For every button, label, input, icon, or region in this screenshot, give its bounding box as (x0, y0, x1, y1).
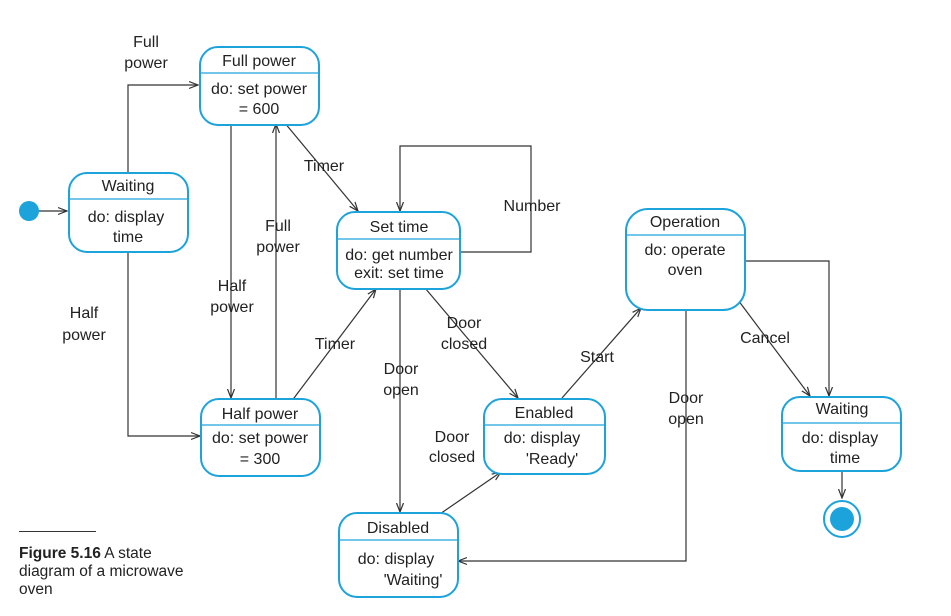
transitions (38, 85, 842, 561)
figure-caption: Figure 5.16 A state diagram of a microwa… (19, 545, 199, 599)
label-full-power-1b: power (124, 55, 168, 72)
edge-waiting-to-half-power (127, 252, 200, 436)
label-timer-2: Timer (315, 336, 356, 353)
label-door-closed-1a: Door (447, 315, 482, 332)
label-door-closed-2a: Door (435, 429, 470, 446)
state-activity: do: set power (211, 81, 308, 98)
state-activity-cont: oven (668, 262, 703, 279)
edge-door-closed-to-enabled (424, 287, 518, 398)
state-disabled: Disabled do: display 'Waiting' (338, 512, 459, 598)
label-half-power-1a: Half (70, 305, 99, 322)
transition-labels: Full power Half power Half power Full po… (62, 34, 790, 466)
label-timer-1: Timer (304, 158, 345, 175)
label-door-open-1b: open (383, 382, 419, 399)
state-waiting-final: Waiting do: display time (781, 396, 902, 472)
state-set-time: Set time do: get number exit: set time (336, 211, 461, 290)
caption-rule (19, 531, 96, 532)
state-activity-cont: 'Waiting' (384, 572, 443, 589)
state-activity: do: display (358, 551, 435, 568)
state-name: Waiting (816, 401, 869, 418)
edge-operation-to-waiting (745, 260, 829, 396)
label-number: Number (504, 198, 562, 215)
state-full-power: Full power do: set power = 600 (199, 46, 320, 126)
label-cancel: Cancel (740, 330, 790, 347)
state-activity-cont: time (113, 229, 143, 246)
state-activity: do: display (802, 430, 879, 447)
state-activity: do: operate (645, 242, 726, 259)
edge-waiting-to-full-power (127, 85, 198, 173)
state-activity-cont: = 300 (240, 451, 281, 468)
label-half-power-1b: power (62, 327, 106, 344)
label-full-power-1a: Full (133, 34, 159, 51)
label-full-power-2b: power (256, 239, 300, 256)
label-door-closed-1b: closed (441, 336, 487, 353)
state-name: Set time (370, 219, 429, 236)
edge-disabled-to-enabled (436, 472, 501, 517)
state-half-power: Half power do: set power = 300 (200, 398, 321, 477)
figure-caption-text: A state diagram of a microwave oven (19, 545, 184, 598)
state-name: Enabled (515, 405, 574, 422)
state-exit: exit: set time (354, 265, 444, 282)
state-name: Waiting (102, 178, 155, 195)
state-operation: Operation do: operate oven (625, 208, 746, 311)
initial-node (19, 201, 39, 221)
state-activity: do: get number (345, 247, 453, 264)
state-activity: do: display (88, 209, 165, 226)
figure-label: Figure 5.16 (19, 545, 101, 562)
label-door-open-1a: Door (384, 361, 419, 378)
state-activity-cont: time (830, 450, 860, 467)
state-name: Full power (222, 53, 296, 70)
label-half-power-2b: power (210, 299, 254, 316)
state-activity: do: set power (212, 430, 309, 447)
state-activity: do: display (504, 430, 581, 447)
state-name: Half power (222, 406, 299, 423)
edge-full-timer (283, 121, 358, 211)
state-activity-cont: = 600 (239, 101, 280, 118)
label-door-open-2a: Door (669, 390, 704, 407)
state-enabled: Enabled do: display 'Ready' (483, 398, 606, 475)
label-start: Start (580, 349, 614, 366)
edge-operation-door-open (458, 311, 687, 561)
label-door-open-2b: open (668, 411, 704, 428)
edge-cancel (737, 299, 810, 396)
label-door-closed-2b: closed (429, 449, 475, 466)
edge-start (561, 308, 641, 399)
final-node (823, 500, 861, 538)
state-activity-cont: 'Ready' (526, 451, 578, 468)
label-half-power-2a: Half (218, 278, 247, 295)
edge-number-loop (400, 145, 532, 253)
state-name: Disabled (367, 520, 429, 537)
state-name: Operation (650, 214, 720, 231)
label-full-power-2a: Full (265, 218, 291, 235)
state-waiting-initial: Waiting do: display time (68, 172, 189, 253)
edge-half-timer (290, 289, 376, 403)
